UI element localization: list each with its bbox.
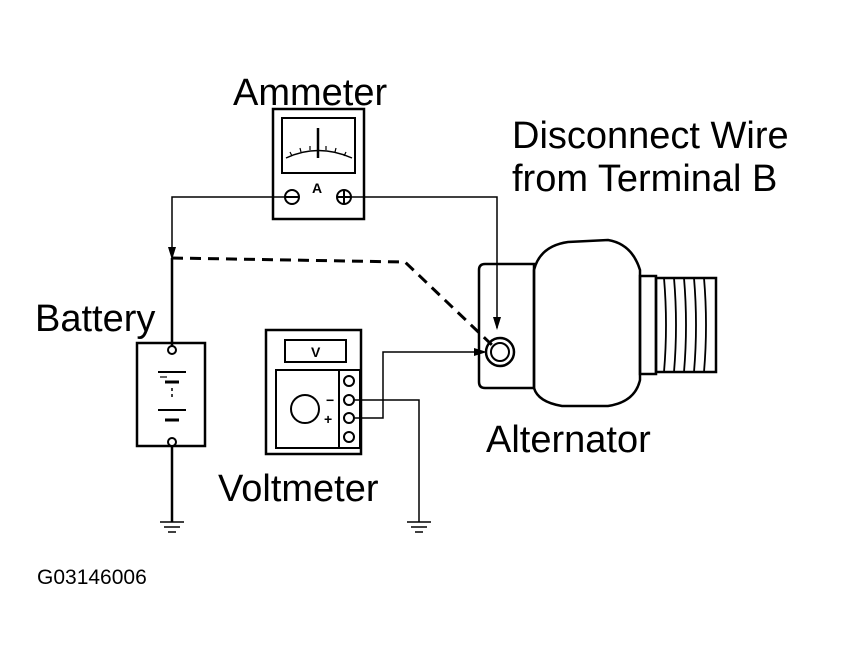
voltmeter-minus-label: − [326, 392, 334, 408]
battery-label: Battery [35, 298, 156, 340]
disconnect-note-line1: Disconnect Wire [512, 115, 789, 157]
ammeter-label: Ammeter [233, 72, 388, 114]
voltmeter-plus-label: + [324, 411, 332, 427]
alternator [477, 238, 718, 408]
alternator-label: Alternator [486, 419, 651, 461]
figure-code: G03146006 [37, 566, 147, 589]
disconnect-note-line2: from Terminal B [512, 158, 778, 200]
ammeter-unit-label: A [312, 180, 322, 196]
voltmeter-leads [355, 348, 487, 522]
ammeter: A [271, 107, 366, 221]
disconnected-wire [171, 256, 494, 347]
voltmeter-label: Voltmeter [218, 468, 379, 510]
voltmeter-unit-label: V [311, 344, 321, 360]
battery-ground-icon [160, 521, 184, 533]
ammeter-leads [168, 196, 501, 330]
voltmeter-ground-icon [407, 521, 431, 533]
voltmeter: V − + [264, 328, 363, 456]
battery [135, 258, 207, 522]
